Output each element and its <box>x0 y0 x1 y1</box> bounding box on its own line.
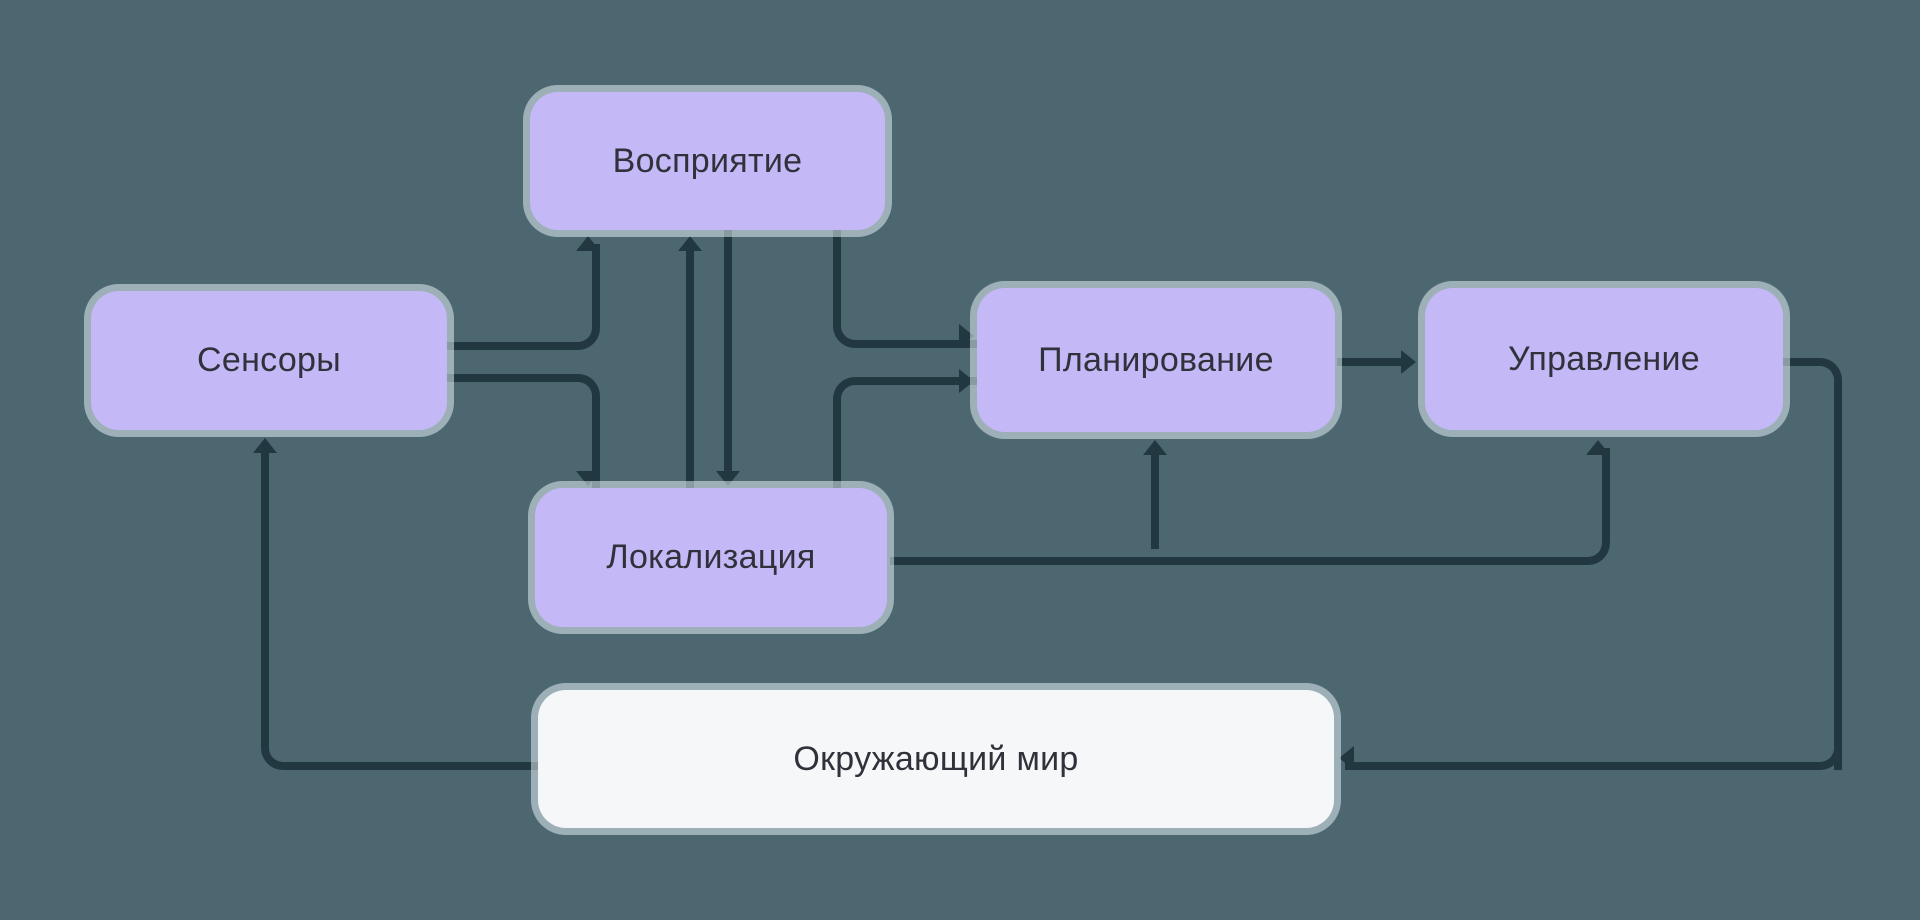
edge-branch-to-planning-bottom <box>1151 452 1159 549</box>
node-planning: Планирование <box>977 288 1335 432</box>
node-perception-label: Восприятие <box>612 141 803 180</box>
node-sensors-label: Сенсоры <box>197 341 341 379</box>
arrowhead-into-planning-from-perception <box>959 324 974 348</box>
node-localization: Локализация <box>535 488 887 627</box>
arrowhead-into-world-from-control <box>1339 746 1354 770</box>
arrowhead-into-localization-from-sensors <box>576 471 600 486</box>
edge-world-to-sensors <box>261 446 546 770</box>
node-sensors: Сенсоры <box>91 291 447 430</box>
node-world-label: Окружающий мир <box>793 739 1079 778</box>
arrowhead-into-localization-from-perception <box>716 471 740 486</box>
node-control: Управление <box>1425 288 1783 430</box>
edge-control-to-world-lower <box>1345 600 1842 770</box>
arrowhead-into-sensors-from-world <box>253 438 277 453</box>
edge-localization-bottom-rail <box>890 448 1610 565</box>
node-world: Окружающий мир <box>538 690 1334 828</box>
node-localization-label: Локализация <box>606 538 816 576</box>
node-perception: Восприятие <box>530 92 885 230</box>
edge-perception-to-planning <box>833 230 978 348</box>
arrowhead-into-planning-bottom <box>1143 440 1167 455</box>
arrowhead-into-planning-from-localization <box>959 369 974 393</box>
edge-planning-to-control <box>1337 358 1402 366</box>
edge-localization-to-perception <box>686 250 694 488</box>
edge-sensors-to-localization <box>447 374 600 488</box>
edge-localization-to-planning-left <box>833 377 978 496</box>
edge-perception-to-localization <box>724 230 732 472</box>
node-control-label: Управление <box>1507 339 1700 378</box>
arrowhead-into-perception-from-localization <box>678 236 702 251</box>
arrowhead-into-control-bottom <box>1586 440 1610 455</box>
edge-sensors-to-perception <box>447 244 600 350</box>
arrowhead-into-perception-from-sensors <box>576 236 600 251</box>
arrowhead-into-control-from-planning <box>1401 350 1416 374</box>
node-planning-label: Планирование <box>1038 340 1274 379</box>
edge-control-to-world-upper <box>1783 358 1842 770</box>
